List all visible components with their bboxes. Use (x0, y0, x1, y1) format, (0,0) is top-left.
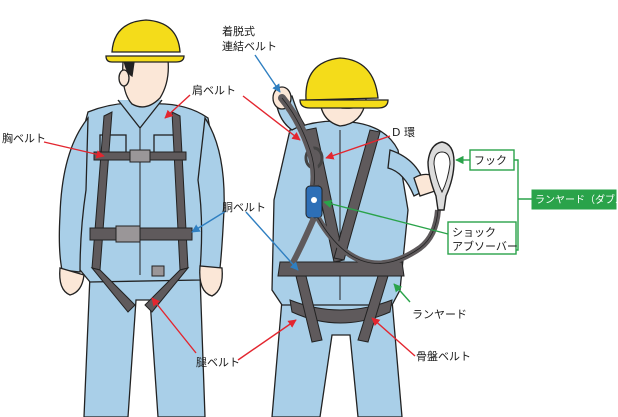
harness-back (277, 127, 405, 343)
arrow-pelvis (371, 317, 416, 357)
arrow-lanyard (393, 283, 411, 303)
label-pelvis-belt: 骨盤ベルト (416, 350, 471, 363)
arrow-d-ring (325, 135, 391, 160)
arrow-torso-front (191, 210, 227, 233)
label-lanyard: ランヤード (412, 308, 467, 321)
arrow-shoulder-back (242, 95, 301, 141)
label-chest-belt: 胸ベルト (2, 131, 46, 145)
arrow-chest-belt (43, 141, 105, 159)
box-shock-absorber (447, 221, 517, 255)
label-hook: フック (474, 154, 507, 167)
harness-front (89, 111, 193, 313)
label-detachable-belt-1: 着脱式 (222, 24, 255, 38)
label-thigh-belt: 腿ベルト (196, 356, 240, 369)
label-shock-absorber-1: ショック (452, 226, 496, 239)
label-shock-absorber-2: アブソーバー (452, 239, 518, 253)
arrow-connecting-belt (254, 54, 281, 93)
label-lanyard-double: ランヤード（ダブル） (535, 193, 618, 206)
bracket-lanyard-double (514, 159, 532, 251)
label-d-ring: D 環 (392, 126, 415, 139)
box-hook (469, 149, 515, 171)
arrow-shock-absorber (323, 199, 449, 235)
arrow-shoulder-belt (164, 94, 191, 119)
label-torso-belt: 胴ベルト (222, 201, 266, 214)
arrow-thigh-back (237, 319, 297, 361)
arrow-torso-back (245, 211, 299, 271)
label-detachable-belt-2: 連結ベルト (222, 39, 277, 53)
label-shoulder-belt: 肩ベルト (192, 83, 236, 97)
worker-back (271, 57, 439, 417)
box-lanyard-double (531, 189, 617, 210)
arrow-thigh-front (151, 297, 197, 354)
